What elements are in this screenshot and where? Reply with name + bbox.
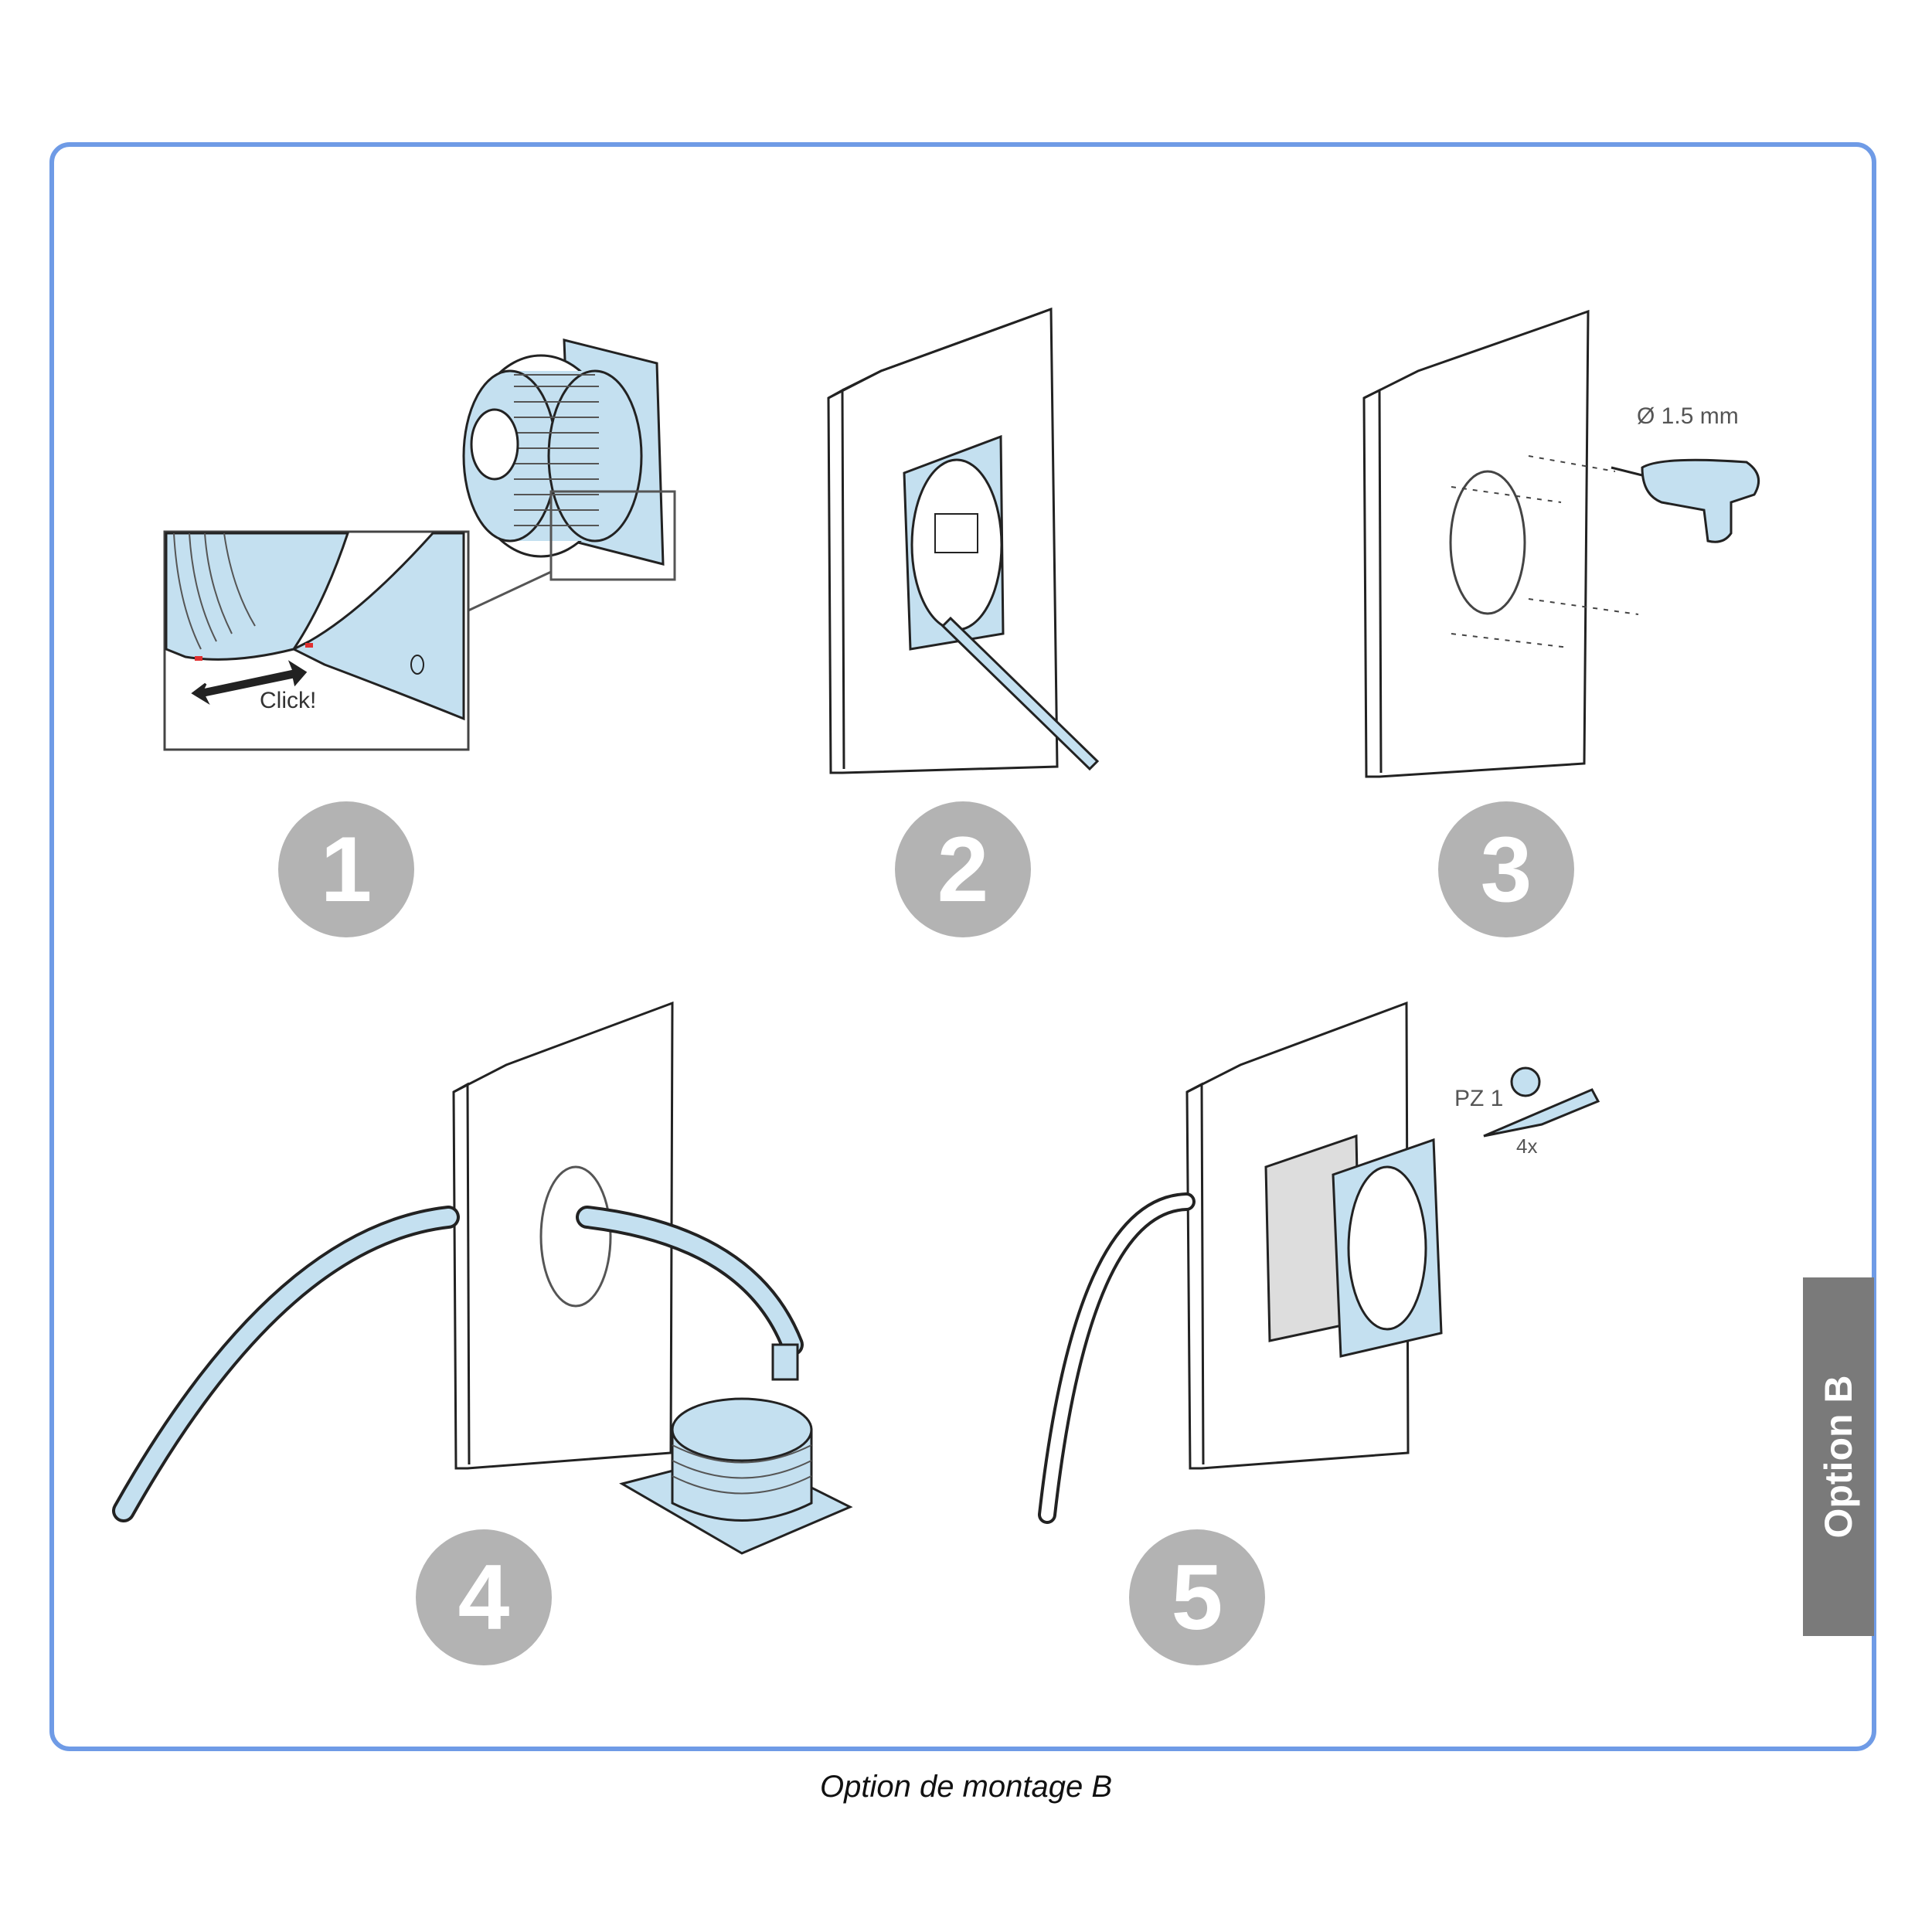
step-3-illustration	[1362, 309, 1760, 778]
step-5-illustration	[1038, 1001, 1600, 1524]
step-1-number: 1	[278, 801, 414, 937]
click-label: Click!	[260, 688, 317, 713]
step-2-illustration	[827, 307, 1100, 774]
step-4-illustration	[112, 1001, 853, 1555]
step-3-number: 3	[1438, 801, 1574, 937]
screw-quantity-label: 4x	[1516, 1134, 1538, 1158]
figure-caption: Option de montage B	[819, 1770, 1113, 1804]
screwdriver-label: PZ 1	[1454, 1086, 1504, 1111]
step-1-illustration	[163, 338, 676, 751]
drill-diameter-label: Ø 1.5 mm	[1637, 403, 1739, 429]
step-5-number: 5	[1129, 1529, 1265, 1665]
step-4-number: 4	[416, 1529, 552, 1665]
step-2-number: 2	[895, 801, 1031, 937]
option-tab-label: Option B	[1817, 1375, 1860, 1539]
option-side-tab: Option B	[1803, 1277, 1874, 1636]
figure-frame	[49, 142, 1876, 1751]
